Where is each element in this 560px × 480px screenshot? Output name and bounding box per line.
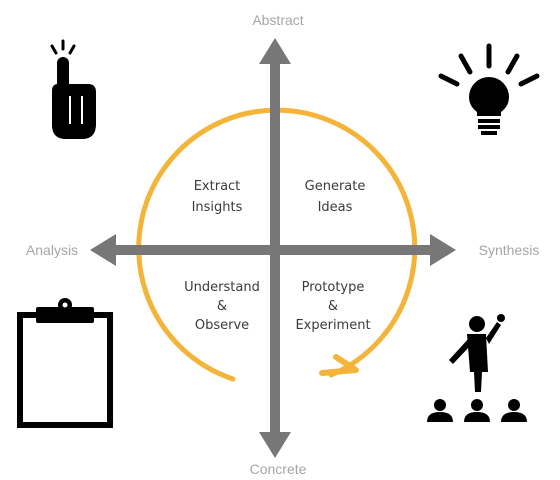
quadrant-bottom-right-line1: Prototype [302,280,365,295]
abstract-arrowhead [259,38,291,64]
axis-label-concrete: Concrete [250,461,307,477]
quadrant-bottom-left-line3: Observe [195,318,249,333]
cycle-arrowhead [319,354,359,376]
synthesis-arrowhead [430,234,456,266]
axis-label-analysis: Analysis [26,242,78,258]
pointing-hand-icon [50,39,96,139]
clipboard-icon [17,298,113,428]
quadrant-top-right-line2: Ideas [318,200,353,215]
vertical-axis [259,38,291,458]
quadrant-top-left-line1: Extract [194,179,241,194]
lightbulb-icon [438,43,540,135]
presenter-audience-icon [427,314,527,422]
analysis-arrowhead [90,234,116,266]
quadrant-top-right-line1: Generate [305,179,366,194]
quadrant-bottom-left-line2: & [217,299,227,314]
quadrant-bottom-right-line2: & [328,299,338,314]
axis-label-synthesis: Synthesis [479,242,540,258]
axis-label-abstract: Abstract [252,12,303,28]
quadrant-bottom-left-line1: Understand [184,280,260,295]
concrete-arrowhead [259,432,291,458]
quadrant-top-left-line2: Insights [192,200,243,215]
quadrant-bottom-right-line3: Experiment [295,318,370,333]
